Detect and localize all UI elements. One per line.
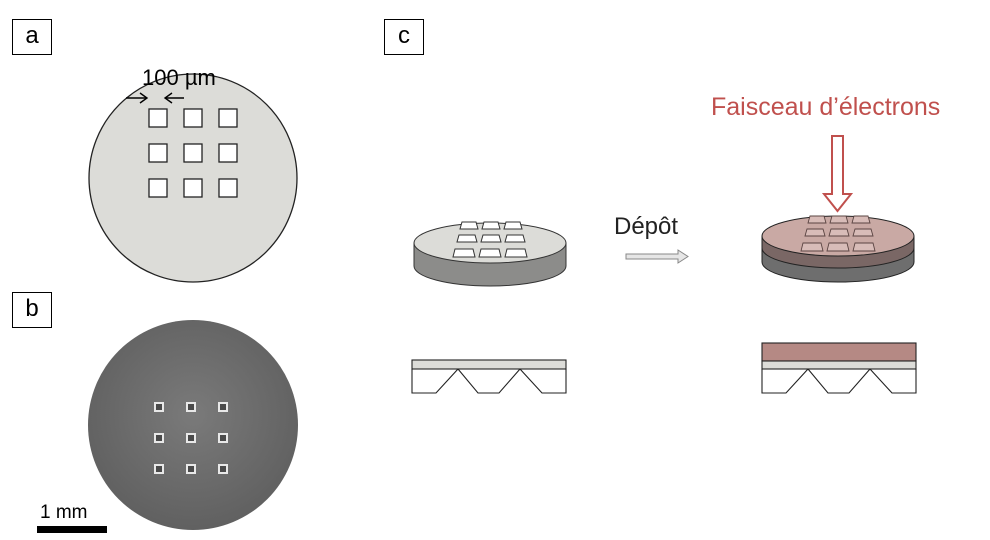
substrate-pit [457,368,521,394]
tem-window [218,402,228,412]
panel-label-c: c [384,19,424,55]
window-square [183,143,203,163]
down-arrow-icon [821,135,854,213]
window-grid-a [148,108,238,198]
window-square [218,178,238,198]
membrane-layer-after [761,360,917,370]
coating-layer [761,342,917,362]
window-square [148,108,168,128]
scale-bar-label: 1 mm [40,502,88,523]
wafer-after [761,215,915,283]
tem-disc [88,320,298,530]
substrate-pit-after [807,368,871,394]
window-square [218,108,238,128]
tem-window [154,464,164,474]
substrate-right [519,368,567,394]
scale-bar [37,526,107,533]
tem-window [186,464,196,474]
wafer-before [413,221,567,287]
deposition-label: Dépôt [614,213,678,240]
tem-window [186,402,196,412]
substrate-right-after [869,368,917,394]
panel-b-tem-image: 1 mm [37,320,298,533]
tem-window [154,433,164,443]
window-grid-b [154,402,228,474]
window-square [183,108,203,128]
dimension-label: 100 µm [142,65,216,90]
panel-label-a: a [12,19,52,55]
substrate-left [411,368,459,394]
right-arrow-icon [625,249,689,264]
tem-window [154,402,164,412]
tem-window [218,464,228,474]
tem-window [186,433,196,443]
wafer-windows-after [800,215,876,252]
panel-a-membrane: 100 µm [88,65,298,283]
substrate-left-after [761,368,809,394]
window-square [148,178,168,198]
tem-window [218,433,228,443]
membrane-disc [88,73,298,283]
window-square [148,143,168,163]
electron-beam-label: Faisceau d’électrons [711,93,940,121]
cross-section-before [411,359,567,394]
arrow-pair-icon [126,92,184,104]
wafer-windows-before [452,221,528,258]
panel-label-b: b [12,292,52,328]
cross-section-after [761,342,917,394]
membrane-layer [411,359,567,370]
window-square [183,178,203,198]
window-square [218,143,238,163]
